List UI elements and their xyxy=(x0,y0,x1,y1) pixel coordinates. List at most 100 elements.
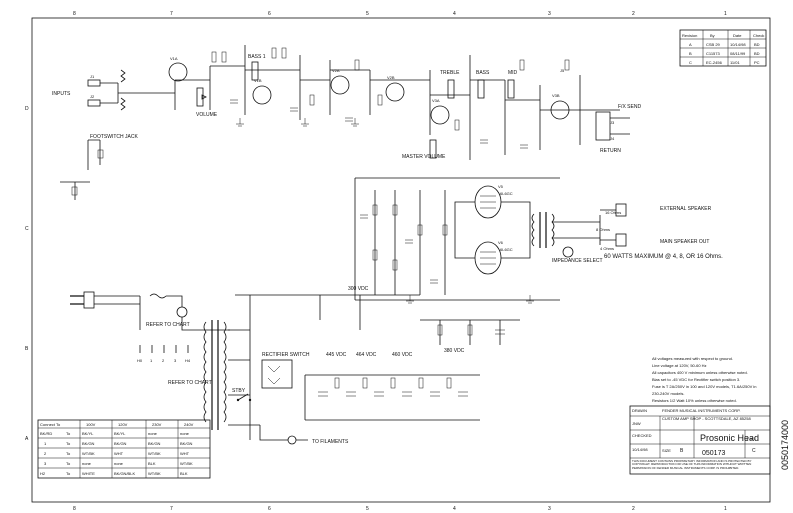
svg-text:H0: H0 xyxy=(137,358,143,363)
svg-text:STBY: STBY xyxy=(232,388,246,394)
svg-text:none: none xyxy=(180,431,190,436)
svg-text:BASS: BASS xyxy=(476,70,490,76)
part-number-vertical: 0050174000 xyxy=(780,420,790,470)
primary-taps: H0 1 2 3 H4 xyxy=(137,345,191,363)
svg-text:J3: J3 xyxy=(610,120,615,125)
svg-text:All capacitors 400 V minimum u: All capacitors 400 V minimum unless othe… xyxy=(652,370,748,375)
output-transformer xyxy=(531,212,601,248)
zone-ticks-bottom: 8 7 6 5 4 3 2 1 xyxy=(73,506,727,512)
svg-text:EC-2456: EC-2456 xyxy=(706,60,723,65)
tone-stack: TREBLE BASS MID xyxy=(440,70,518,99)
svg-text:B: B xyxy=(689,51,692,56)
svg-text:6L6GC: 6L6GC xyxy=(500,247,513,252)
svg-text:A: A xyxy=(25,436,29,442)
svg-text:BLK: BLK xyxy=(180,471,188,476)
svg-text:2: 2 xyxy=(632,11,635,17)
mains-plug xyxy=(70,291,230,331)
supply-voltages: 445 VDC 464 VDC 460 VDC 380 VDC 300 VDC xyxy=(326,286,465,358)
standby-switch: STBY xyxy=(232,388,252,402)
svg-text:1: 1 xyxy=(724,506,727,512)
svg-text:7: 7 xyxy=(170,506,173,512)
svg-text:F/X SEND: F/X SEND xyxy=(618,104,641,110)
svg-text:WT/BK: WT/BK xyxy=(148,471,161,476)
svg-text:VOLUME: VOLUME xyxy=(196,112,218,118)
svg-text:1: 1 xyxy=(44,441,47,446)
svg-text:none: none xyxy=(82,461,92,466)
svg-text:B: B xyxy=(25,346,29,352)
svg-text:380 VDC: 380 VDC xyxy=(444,348,465,354)
revision-table: Revision By Date Check A CSB 29 10/14/98… xyxy=(679,29,767,67)
fx-loop: F/X SEND RETURN J3 J4 J5 xyxy=(560,68,641,154)
svg-text:H4: H4 xyxy=(185,358,191,363)
svg-text:2: 2 xyxy=(632,506,635,512)
svg-text:V3B: V3B xyxy=(552,93,560,98)
svg-text:8: 8 xyxy=(73,506,76,512)
svg-text:Bias set to -45 VDC for Rectif: Bias set to -45 VDC for Rectifier switch… xyxy=(652,377,740,382)
svg-text:CUSTOM AMP SHOP - SCOTTSDALE,: CUSTOM AMP SHOP - SCOTTSDALE, AZ 85258 xyxy=(662,416,751,421)
svg-text:BK/GN: BK/GN xyxy=(82,441,95,446)
svg-text:BD: BD xyxy=(754,51,760,56)
svg-text:120V: 120V xyxy=(118,422,128,427)
svg-text:FOOTSWITCH JACK: FOOTSWITCH JACK xyxy=(90,134,138,140)
svg-text:V2A: V2A xyxy=(332,68,340,73)
svg-text:WT/BK: WT/BK xyxy=(82,451,95,456)
watts-label: 60 WATTS MAXIMUM @ 4, 8, OR 16 Ohms. xyxy=(604,254,723,260)
svg-text:445 VDC: 445 VDC xyxy=(326,352,347,358)
svg-text:8: 8 xyxy=(73,11,76,17)
title-block: DRAWN FENDER MUSICAL INSTRUMENTS CORP. C… xyxy=(629,405,771,475)
svg-text:C11573: C11573 xyxy=(706,51,720,56)
svg-text:240V: 240V xyxy=(184,422,194,427)
svg-text:D: D xyxy=(25,106,29,112)
svg-text:3: 3 xyxy=(174,358,177,363)
svg-text:TO FILAMENTS: TO FILAMENTS xyxy=(312,439,349,445)
svg-text:Revision: Revision xyxy=(682,33,697,38)
svg-text:none: none xyxy=(148,431,158,436)
svg-text:230V: 230V xyxy=(152,422,162,427)
svg-text:By: By xyxy=(710,33,715,38)
preamp-section: INPUTS J1 J2 VOLUME BASS 1 TREBLE xyxy=(52,45,641,200)
svg-text:RETURN: RETURN xyxy=(600,148,621,154)
svg-text:6L6GC: 6L6GC xyxy=(500,191,513,196)
svg-text:J4: J4 xyxy=(610,136,615,141)
filament-supply: TO FILAMENTS xyxy=(259,425,349,445)
svg-text:08/11/99: 08/11/99 xyxy=(730,51,746,56)
svg-text:MID: MID xyxy=(508,70,518,76)
svg-text:460 VDC: 460 VDC xyxy=(392,352,413,358)
doc-number: 050173 xyxy=(702,450,725,457)
svg-text:V1B: V1B xyxy=(254,78,262,83)
svg-text:16 Ohms: 16 Ohms xyxy=(605,210,621,215)
svg-text:All voltages measured with res: All voltages measured with respect to gr… xyxy=(652,356,733,361)
svg-text:V2B: V2B xyxy=(387,75,395,80)
svg-text:DRAWN: DRAWN xyxy=(632,408,647,413)
svg-text:B: B xyxy=(680,448,684,454)
refer-to-chart-1: REFER TO CHART xyxy=(146,322,190,328)
svg-text:WHITE: WHITE xyxy=(82,471,95,476)
drawing-border xyxy=(31,17,771,503)
volume-pot: VOLUME xyxy=(196,87,218,118)
svg-text:J1: J1 xyxy=(90,74,95,79)
svg-text:J5: J5 xyxy=(560,68,565,73)
svg-text:C: C xyxy=(25,226,29,232)
svg-text:3: 3 xyxy=(548,506,551,512)
svg-text:WHT: WHT xyxy=(180,451,190,456)
svg-text:BLK: BLK xyxy=(148,461,156,466)
master-volume-pot: MASTER VOLUME xyxy=(402,139,446,160)
svg-text:TREBLE: TREBLE xyxy=(440,70,460,76)
voltage-chart: Connect To 100V 120V 230V 240V BK/RD To … xyxy=(37,419,211,479)
svg-text:Check: Check xyxy=(753,33,764,38)
svg-text:Resistors 1/2 Watt 10% unless: Resistors 1/2 Watt 10% unless otherwise … xyxy=(652,398,737,403)
svg-text:Fuse is T 2A/250V in 100 and 1: Fuse is T 2A/250V in 100 and 120V models… xyxy=(652,384,757,389)
svg-text:10/14/98: 10/14/98 xyxy=(730,42,746,47)
svg-text:To: To xyxy=(66,451,71,456)
svg-text:C: C xyxy=(689,60,692,65)
svg-text:1: 1 xyxy=(150,358,153,363)
svg-text:3: 3 xyxy=(44,461,47,466)
svg-text:7: 7 xyxy=(170,11,173,17)
zone-ticks-side: D C B A xyxy=(25,106,29,442)
svg-text:BK/GN: BK/GN xyxy=(114,441,127,446)
svg-text:V1A: V1A xyxy=(170,56,178,61)
refer-to-chart-2: REFER TO CHART xyxy=(168,380,212,386)
svg-text:1 of 1: 1 of 1 xyxy=(746,436,757,441)
svg-text:1: 1 xyxy=(724,11,727,17)
svg-text:WHT: WHT xyxy=(114,451,124,456)
